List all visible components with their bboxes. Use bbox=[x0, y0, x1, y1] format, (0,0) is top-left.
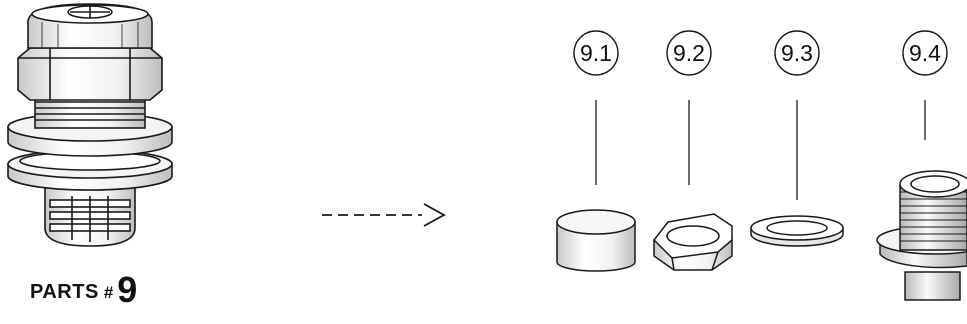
part-washer-9-3 bbox=[750, 215, 844, 247]
part-threaded-fitting-9-4 bbox=[876, 170, 967, 301]
callout-label-9-1: 9.1 bbox=[580, 40, 612, 66]
parts-title-number: 9 bbox=[117, 269, 138, 310]
part-cap-9-1 bbox=[556, 209, 636, 272]
exploded-view-arrow bbox=[322, 203, 446, 227]
parts-title-hash: # bbox=[103, 283, 114, 302]
cage-section bbox=[44, 184, 136, 247]
dome-cap bbox=[27, 3, 153, 49]
parts-title-word: PARTS bbox=[30, 281, 99, 303]
hex-nut-section bbox=[17, 47, 163, 101]
part-hex-nut-9-2 bbox=[653, 213, 733, 271]
callout-9-1: 9.1 bbox=[573, 30, 619, 185]
assembled-gland-illustration bbox=[7, 3, 173, 247]
parts-title: PARTS#9 bbox=[30, 272, 137, 308]
lower-flange bbox=[7, 149, 173, 191]
callout-9-2: 9.2 bbox=[666, 30, 712, 185]
callout-label-9-4: 9.4 bbox=[909, 40, 941, 66]
callout-9-4: 9.4 bbox=[902, 30, 948, 140]
callout-9-3: 9.3 bbox=[774, 30, 820, 200]
callout-label-9-2: 9.2 bbox=[673, 40, 705, 66]
callout-label-9-3: 9.3 bbox=[781, 40, 813, 66]
